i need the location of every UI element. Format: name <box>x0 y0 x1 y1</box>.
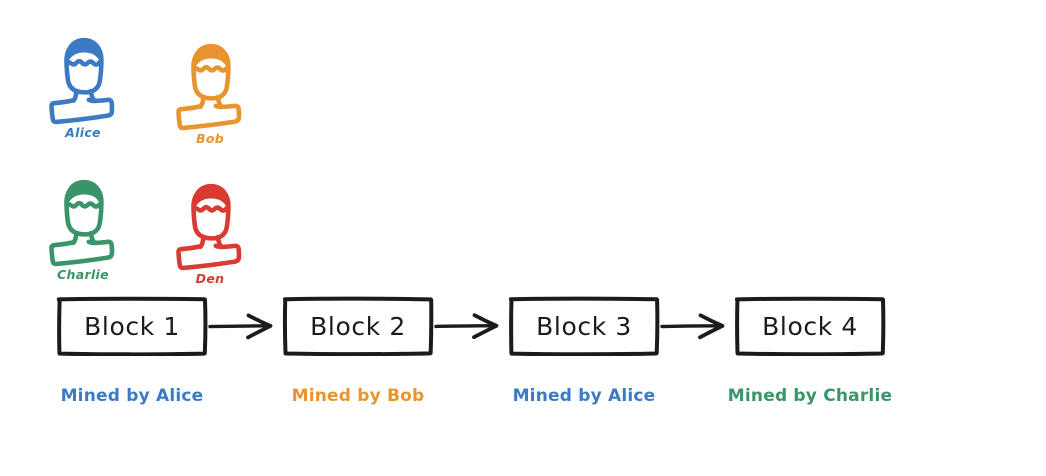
block-outline-icon <box>56 296 208 356</box>
block-outline-icon <box>734 296 886 356</box>
block-outline-icon <box>282 296 434 356</box>
participant-den[interactable]: Den <box>155 176 265 286</box>
block-unit[interactable]: Block 2 Mined by Bob <box>258 296 458 406</box>
blockchain-group: Block 1 Mined by Alice Block 2 Mined by … <box>0 296 1046 431</box>
person-avatar-icon <box>176 43 242 131</box>
participant-name-label: Alice <box>65 125 101 140</box>
participants-group: Alice Bob Charlie <box>0 0 300 286</box>
block-box[interactable]: Block 2 <box>282 296 434 356</box>
person-avatar-icon <box>176 183 242 271</box>
block-unit[interactable]: Block 4 Mined by Charlie <box>710 296 910 406</box>
block-box[interactable]: Block 4 <box>734 296 886 356</box>
block-box[interactable]: Block 3 <box>508 296 660 356</box>
block-label: Block 3 <box>536 311 632 341</box>
arrow-right-icon <box>434 312 512 340</box>
participant-name-label: Charlie <box>57 267 109 282</box>
block-label: Block 1 <box>84 311 180 341</box>
person-avatar-icon <box>49 37 115 125</box>
block-caption: Mined by Alice <box>60 386 204 406</box>
participant-charlie[interactable]: Charlie <box>28 172 138 282</box>
block-box[interactable]: Block 1 <box>56 296 208 356</box>
block-caption: Mined by Alice <box>512 386 656 406</box>
participant-bob[interactable]: Bob <box>155 36 265 146</box>
block-caption: Mined by Charlie <box>727 386 893 406</box>
block-label: Block 2 <box>310 311 406 341</box>
participant-name-label: Bob <box>196 131 224 146</box>
arrow-right-icon <box>660 312 738 340</box>
arrow-right-icon <box>208 312 286 340</box>
block-label: Block 4 <box>762 311 858 341</box>
block-unit[interactable]: Block 3 Mined by Alice <box>484 296 684 406</box>
person-avatar-icon <box>49 179 115 267</box>
participant-alice[interactable]: Alice <box>28 30 138 140</box>
participant-name-label: Den <box>195 271 225 286</box>
block-unit[interactable]: Block 1 Mined by Alice <box>32 296 232 406</box>
block-outline-icon <box>508 296 660 356</box>
block-caption: Mined by Bob <box>291 386 425 406</box>
